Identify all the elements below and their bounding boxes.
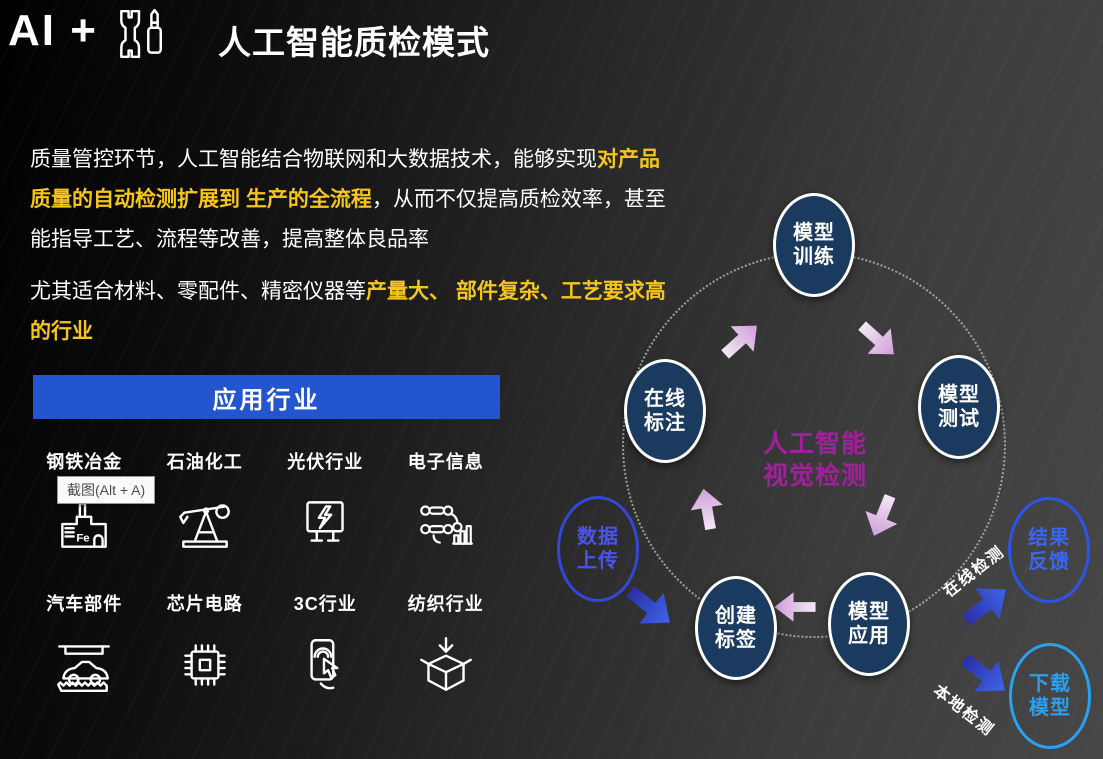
intro-text: 质量管控环节，人工智能结合物联网和大数据技术，能够实现对产品质量的自动检测扩展到… — [30, 140, 678, 352]
intro-p2-highlight: 产量大、 部件复杂、工艺要求高的行业 — [30, 280, 666, 343]
node-label-line: 创建 — [715, 604, 757, 627]
industry-label: 汽车部件 — [46, 594, 123, 614]
node-label-line: 上传 — [577, 550, 619, 572]
node-result-feedback: 结果 反馈 — [1008, 497, 1090, 603]
industry-3c: 3C行业 — [265, 590, 386, 698]
node-label-line: 下载 — [1029, 672, 1071, 695]
industry-label: 钢铁冶金 — [46, 452, 123, 472]
svg-text:Fe: Fe — [77, 533, 90, 545]
industry-electronics: 电子信息 — [386, 448, 507, 556]
node-model-testing: 模型 测试 — [918, 355, 1000, 459]
chip-icon — [172, 632, 238, 698]
diagram-center-label: 人工智能 视觉检测 — [740, 428, 890, 492]
packing-box-icon — [413, 632, 479, 698]
industry-label: 光伏行业 — [287, 452, 364, 472]
car-assembly-icon — [51, 632, 117, 698]
node-label-line: 数据 — [577, 525, 619, 548]
phone-touch-icon — [292, 632, 358, 698]
center-label-line: 人工智能 — [762, 430, 867, 458]
industry-label: 石油化工 — [166, 452, 243, 472]
node-label-line: 模型 — [1029, 697, 1071, 719]
node-label-line: 应用 — [848, 625, 890, 647]
industry-textile: 纺织行业 — [386, 590, 507, 698]
intro-p1-highlight: 对产品质量的自动检测扩展到 生产的全流程 — [30, 148, 660, 211]
arrow-training-to-testing — [848, 310, 909, 371]
node-label-line: 模型 — [793, 221, 835, 244]
intro-p2-normal: 尤其适合材料、零配件、精密仪器等 — [30, 280, 366, 303]
arrow-application-to-feedback — [951, 570, 1022, 639]
node-model-training: 模型 训练 — [773, 193, 855, 297]
solar-panel-icon — [292, 490, 358, 556]
industry-auto-parts: 汽车部件 — [24, 590, 145, 698]
node-download-model: 下载 模型 — [1009, 643, 1091, 749]
node-label-line: 模型 — [848, 600, 890, 623]
industry-label: 芯片电路 — [166, 594, 243, 614]
industry-solar: 光伏行业 — [265, 448, 386, 556]
intro-p1-normal-2: ，从而不仅提高质检效率，甚至能指导工艺、流程等改善，提高整体良品率 — [30, 188, 666, 251]
ai-plus-label: AI + — [8, 6, 98, 55]
node-online-annotation: 在线 标注 — [624, 359, 706, 463]
node-label-line: 在线 — [644, 387, 686, 410]
oil-pumpjack-icon — [172, 490, 238, 556]
node-label-line: 结果 — [1028, 526, 1070, 549]
node-data-upload: 数据 上传 — [557, 496, 639, 602]
screenshot-tooltip: 截图(Alt + A) — [57, 476, 156, 504]
node-label-line: 模型 — [938, 383, 980, 406]
arrow-create-to-annotation — [684, 484, 729, 534]
wrench-screwdriver-icon — [120, 8, 162, 59]
industry-label: 电子信息 — [407, 452, 484, 472]
arrow-testing-to-application — [855, 487, 909, 545]
arrow-annotation-to-training — [711, 310, 772, 371]
page-title: 人工智能质检模式 — [218, 24, 490, 61]
intro-p1-normal-1: 质量管控环节，人工智能结合物联网和大数据技术，能够实现 — [30, 148, 597, 171]
arrow-application-to-download — [950, 640, 1021, 709]
node-label-line: 测试 — [938, 408, 980, 430]
intro-paragraph-1: 质量管控环节，人工智能结合物联网和大数据技术，能够实现对产品质量的自动检测扩展到… — [30, 140, 678, 260]
industry-petrochemical: 石油化工 — [145, 448, 266, 556]
electronics-circuit-icon — [413, 490, 479, 556]
applications-banner: 应用行业 — [33, 375, 500, 419]
arrow-application-to-create — [773, 590, 817, 624]
node-label-line: 标签 — [715, 629, 757, 651]
industry-label: 3C行业 — [293, 594, 357, 614]
industry-chip: 芯片电路 — [145, 590, 266, 698]
node-label-line: 标注 — [644, 412, 686, 434]
node-create-label: 创建 标签 — [695, 576, 777, 680]
industries-grid: 钢铁冶金 Fe 石油化工 光伏行业 — [24, 448, 506, 698]
node-label-line: 反馈 — [1028, 551, 1070, 573]
center-label-line: 视觉检测 — [762, 462, 867, 490]
industry-label: 纺织行业 — [407, 594, 484, 614]
arrow-upload-to-create — [615, 572, 686, 641]
node-label-line: 训练 — [793, 246, 835, 268]
intro-paragraph-2: 尤其适合材料、零配件、精密仪器等产量大、 部件复杂、工艺要求高的行业 — [30, 272, 678, 352]
node-model-application: 模型 应用 — [828, 572, 910, 676]
